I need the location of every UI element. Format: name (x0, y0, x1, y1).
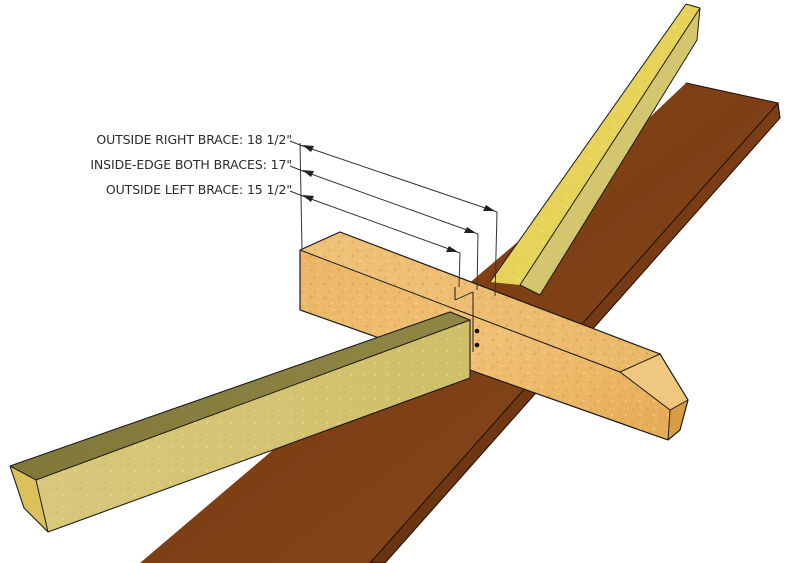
dim-line-outside-left (299, 194, 461, 254)
arrow-icon (302, 170, 314, 177)
yellow-leg-right (489, 3, 701, 296)
arrow-icon (446, 246, 458, 252)
left-leg-top-face (10, 312, 470, 480)
dim-line-inside-edge (299, 169, 479, 235)
dimension-labels: OUTSIDE RIGHT BRACE: 18 1/2" INSIDE-EDGE… (0, 0, 292, 563)
screw-hole (474, 342, 480, 348)
dimension-annotations (289, 140, 498, 297)
arrow-icon (464, 227, 476, 233)
left-leg-end-face (10, 466, 48, 532)
dim-line-outside-right (299, 144, 498, 213)
label-inside-edge-both-braces: INSIDE-EDGE BOTH BRACES: 17" (90, 157, 292, 172)
yellow-leg-left (9, 311, 471, 533)
screw-hole (474, 328, 480, 334)
yellow-leg-side-face (519, 7, 701, 296)
plywood-bevel-end (620, 354, 688, 410)
arrow-icon (302, 195, 314, 202)
arrow-icon (302, 145, 314, 152)
dimension-arrows (302, 145, 495, 252)
plywood-brace (299, 231, 689, 441)
label-outside-left-brace: OUTSIDE LEFT BRACE: 15 1/2" (105, 182, 292, 197)
label-outside-right-brace: OUTSIDE RIGHT BRACE: 18 1/2" (96, 132, 292, 147)
arrow-icon (483, 205, 495, 211)
